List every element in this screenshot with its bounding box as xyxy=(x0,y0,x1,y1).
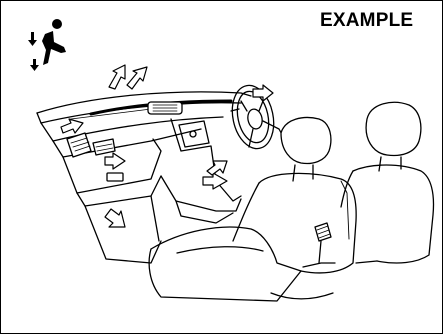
passenger-vent xyxy=(93,139,115,155)
airflow-arrows xyxy=(61,65,273,227)
airflow-arrow-console-up xyxy=(207,161,227,175)
airflow-arrow-defroster-right xyxy=(127,67,147,89)
airflow-arrow-passenger xyxy=(105,153,125,169)
airflow-arrow-foot xyxy=(105,209,125,227)
rear-vent-on-seat xyxy=(303,223,335,267)
dashboard xyxy=(37,92,251,223)
front-passenger-seat xyxy=(149,118,356,301)
airflow-arrow-side-left xyxy=(61,119,83,133)
airflow-arrow-console xyxy=(203,173,227,189)
airflow-face-and-feet-icon xyxy=(28,19,66,71)
airflow-arrow-defroster-left xyxy=(109,65,125,89)
example-label: EXAMPLE xyxy=(320,10,413,32)
